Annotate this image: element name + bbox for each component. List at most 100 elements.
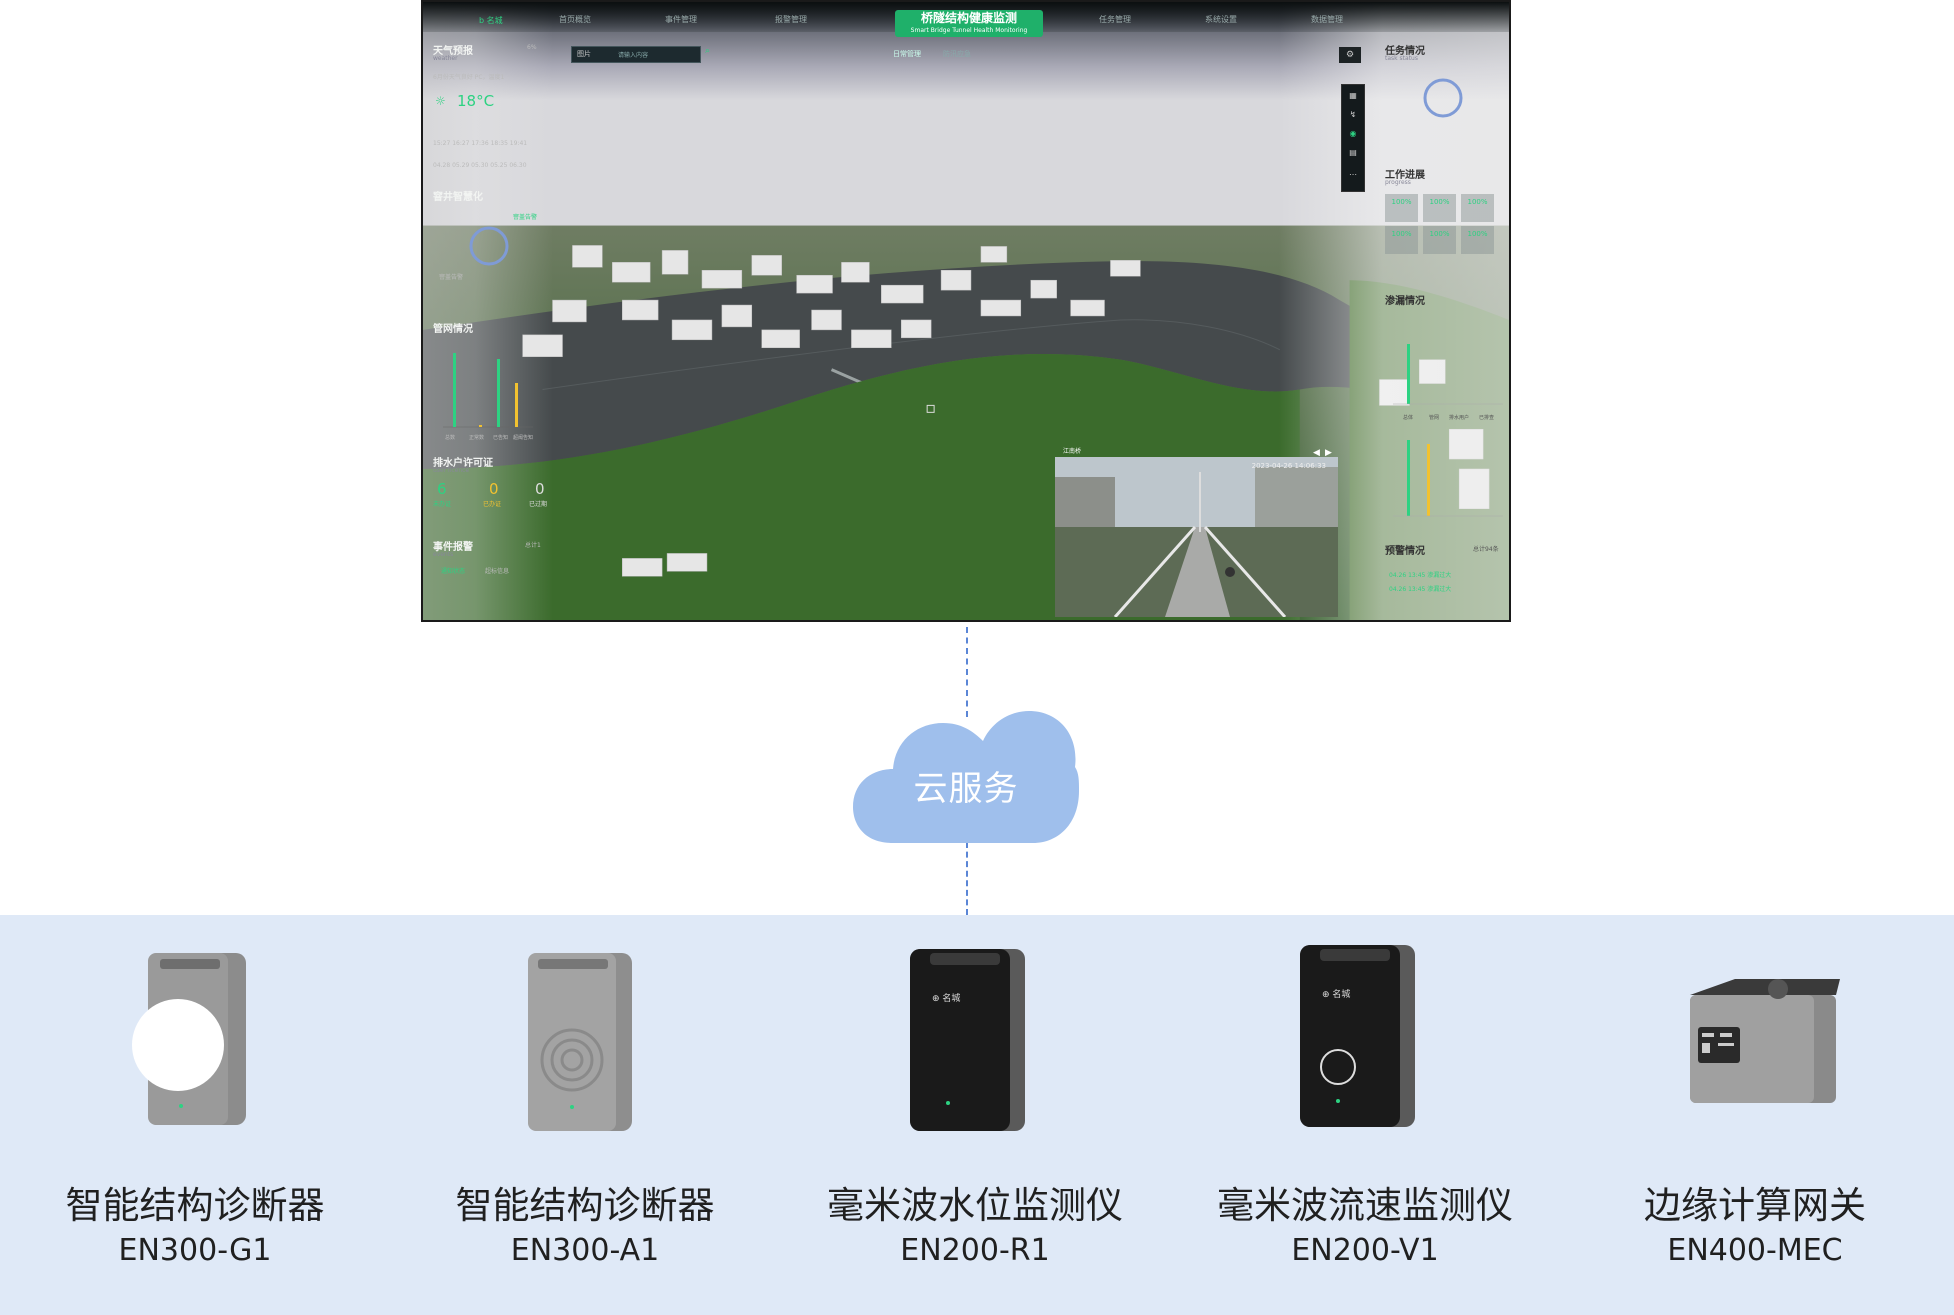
svg-text:⊕ 名城: ⊕ 名城 [932, 992, 960, 1004]
well-ring-gauge [469, 226, 509, 266]
left-panel-overlay [423, 2, 553, 620]
permit-label: 未办证 [433, 501, 452, 508]
search-icon[interactable]: ⌕ [705, 46, 711, 56]
sewer-label: 总数 [445, 435, 456, 441]
temperature-value: 18°C [457, 92, 495, 110]
alarm-count: 总计1 [525, 542, 541, 549]
permit-label: 已办证 [483, 501, 502, 508]
progress-card: 100% [1423, 194, 1456, 222]
well-tag: 窨盖告警 [513, 214, 538, 221]
sewer-bar [497, 359, 500, 427]
nav-item[interactable]: 事件管理 [665, 15, 697, 24]
nav-item[interactable]: 报警管理 [775, 15, 807, 24]
search-type-select[interactable]: 图片 [577, 50, 591, 58]
permit-count-issued: 0 [489, 480, 499, 498]
grid-tool-icon[interactable]: ▦ [1349, 91, 1357, 100]
permit-count-unissued: 6 [437, 480, 447, 498]
tool-rail: ▦ ↯ ◉ ▤ ⋯ [1341, 84, 1365, 192]
sun-icon: ☼ [435, 94, 446, 108]
edge-gateway-image [1690, 979, 1840, 1103]
leak-bar [1427, 444, 1430, 516]
leak-bar [1407, 344, 1410, 404]
sewer-bar [479, 425, 482, 427]
device-card: ⊕ 名城 毫米波流速监测仪 EN200-V1 [1170, 915, 1560, 1315]
sewer-bar [453, 353, 456, 427]
permit-title: 排水户许可证 [433, 458, 493, 469]
device-name: 毫米波流速监测仪 [1217, 1184, 1513, 1227]
permit-label: 已过期 [529, 501, 548, 508]
device-card: 智能结构诊断器 EN300-G1 [0, 915, 390, 1315]
device-model: EN200-V1 [1291, 1233, 1439, 1268]
weather-sub: weather [433, 55, 458, 62]
leak-bar [1407, 440, 1410, 516]
nav-item[interactable]: 系统设置 [1205, 15, 1237, 24]
measure-tool-icon[interactable]: ↯ [1349, 110, 1357, 119]
task-title: 任务情况 [1385, 46, 1425, 57]
cloud-service-label: 云服务 [913, 769, 1019, 809]
dashboard-title: 桥隧结构健康监测 Smart Bridge Tunnel Health Moni… [895, 10, 1043, 37]
device-name: 毫米波水位监测仪 [827, 1184, 1123, 1227]
leak-label: 总体 [1403, 415, 1414, 421]
connector-bottom [966, 842, 968, 915]
bridge-camera-image [1055, 457, 1338, 617]
more-tool-icon[interactable]: ⋯ [1349, 170, 1357, 179]
progress-title: 工作进展 [1385, 170, 1425, 181]
device-name: 边缘计算网关 [1644, 1184, 1866, 1227]
device-model: EN300-A1 [510, 1233, 660, 1268]
alarm-tab-status[interactable]: 通知状态 [441, 568, 466, 575]
structure-diagnoser-g1-image [132, 953, 246, 1125]
settings-gear-icon[interactable]: ⚙ [1339, 47, 1361, 63]
map-tool-icon[interactable]: ▤ [1349, 148, 1357, 157]
well-sub: 窨盖告警 [439, 274, 464, 281]
brand-logo: b 名城 [479, 16, 503, 25]
search-input[interactable]: 请输入内容 [618, 52, 649, 59]
leak-label: 已排查 [1479, 415, 1495, 421]
bridge-video-feed[interactable]: 2023-04-26 14:06:33 [1055, 457, 1338, 617]
device-model: EN200-R1 [900, 1233, 1050, 1268]
progress-card: 100% [1385, 226, 1418, 254]
sewer-bar-chart [443, 353, 533, 428]
weather-desc: 6月份天气良好 PC，温度1 [433, 74, 505, 81]
sewer-label: 已告知 [493, 435, 509, 441]
dashboard-screenshot: b 名城 首页概览 事件管理 报警管理 桥隧结构健康监测 Smart Bridg… [421, 0, 1511, 622]
alarm-sub: events [433, 551, 454, 558]
leak-label: 管网 [1429, 415, 1440, 421]
progress-card: 100% [1461, 194, 1494, 222]
structure-diagnoser-a1-image [528, 953, 632, 1131]
video-next-icon[interactable]: ▶ [1325, 448, 1332, 458]
nav-item[interactable]: 首页概览 [559, 15, 591, 24]
cloud-shape [853, 711, 1079, 843]
warning-title: 预警情况 [1385, 546, 1425, 557]
video-prev-icon[interactable]: ◀ [1313, 448, 1320, 458]
mode-tab-flood[interactable]: 防汛应急 [943, 50, 971, 58]
mode-tab-daily[interactable]: 日常管理 [893, 50, 921, 58]
search-bar[interactable]: 图片 请输入内容 [571, 46, 701, 63]
dashboard-title-cn: 桥隧结构健康监测 [920, 11, 1017, 25]
sewer-label: 超阈告知 [513, 435, 534, 441]
task-sub: task status [1385, 55, 1418, 62]
progress-card: 100% [1461, 226, 1494, 254]
task-ring-gauge [1423, 78, 1463, 118]
leak-bar-chart-2 [1393, 440, 1503, 517]
nav-item[interactable]: 任务管理 [1099, 15, 1131, 24]
svg-text:⊕ 名城: ⊕ 名城 [1322, 988, 1350, 1000]
alarm-tab-exceed[interactable]: 超标信息 [485, 568, 510, 575]
leak-label: 排水用户 [1449, 415, 1470, 421]
flow-velocity-monitor-image: ⊕ 名城 [1300, 945, 1415, 1127]
warning-item[interactable]: 04.26 13:45 渗漏过大 [1389, 572, 1452, 579]
nav-item[interactable]: 数据管理 [1311, 15, 1343, 24]
leak-title: 渗漏情况 [1385, 296, 1425, 307]
sewer-label: 正常数 [469, 435, 485, 441]
humidity-value: 6% [527, 44, 537, 51]
warning-item[interactable]: 04.26 13:45 渗漏过大 [1389, 586, 1452, 593]
connector-top [966, 627, 968, 717]
device-name: 智能结构诊断器 [65, 1184, 325, 1227]
sewer-bar [515, 383, 518, 427]
permit-sub: user licence [433, 467, 470, 474]
dashboard-title-en: Smart Bridge Tunnel Health Monitoring [910, 27, 1028, 34]
sewer-title: 管网情况 [433, 324, 473, 335]
layer-tool-icon[interactable]: ◉ [1349, 129, 1357, 138]
forecast-dates: 04.28 05.29 05.30 05.25 06.30 [433, 162, 527, 169]
weather-title: 天气预报 [433, 46, 473, 57]
video-timestamp: 2023-04-26 14:06:33 [1251, 462, 1326, 470]
